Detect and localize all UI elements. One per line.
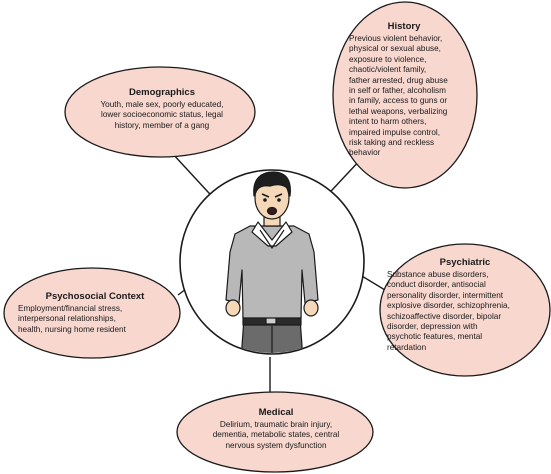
psychiatric-line: personality disorder, intermittent (387, 290, 504, 300)
psychiatric-line: explosive disorder, schizophrenia, (387, 301, 510, 311)
history-line: lethal weapons, verbalizing (349, 106, 448, 116)
hair (253, 171, 291, 197)
demographics-text: Demographics Youth, male sex, poorly edu… (76, 87, 248, 131)
medical-title: Medical (258, 407, 294, 418)
shirt-collar (251, 221, 293, 247)
history-line: father arrested, drug abuse (349, 75, 448, 85)
demographics-line: lower socioeconomic status, legal (101, 110, 223, 120)
bubble-psychosocial (3, 267, 181, 359)
history-line: Previous violent behavior, (349, 34, 443, 43)
psychiatric-line: retardation (387, 342, 427, 352)
bubble-demographics (64, 66, 256, 158)
medical-line: dementia, metabolic states, central (212, 430, 340, 440)
demographics-title: Demographics (129, 87, 195, 98)
psychosocial-title: Psychosocial Context (45, 291, 145, 302)
history-line: behavior (349, 148, 381, 158)
medical-text: Medical Delirium, traumatic brain injury… (182, 407, 370, 451)
angry-man-illustration (225, 171, 319, 353)
psychosocial-text: Psychosocial Context Employment/financia… (10, 291, 180, 335)
history-line: risk taking and reckless (349, 138, 435, 148)
psychiatric-line: Substance abuse disorders, (387, 270, 489, 279)
history-line: chaotic/violent family, (349, 65, 427, 75)
history-line: in self or father, alcoholism (349, 86, 446, 96)
history-line: exposure to violence, (349, 54, 427, 64)
psychiatric-text: Psychiatric Substance abuse disorders, c… (387, 257, 543, 353)
medical-line: Delirium, traumatic brain injury, (219, 420, 333, 429)
history-line: intent to harm others, (349, 117, 427, 127)
history-body: Previous violent behavior, physical or s… (349, 34, 459, 159)
psychiatric-line: schizoaffective disorder, bipolar (387, 311, 502, 321)
history-title: History (387, 21, 421, 32)
bubble-psychiatric (379, 243, 551, 377)
history-line: impaired impulse control, (349, 127, 441, 137)
history-line: in family, access to guns or (349, 96, 448, 106)
psychiatric-line: conduct disorder, antisocial (387, 280, 486, 290)
left-fist (225, 299, 241, 317)
history-line: physical or sexual abuse, (349, 44, 441, 54)
psychosocial-body: Employment/financial stress, interperson… (10, 304, 180, 335)
psychiatric-line: psychotic features, mental (387, 332, 483, 342)
demographics-line: Youth, male sex, poorly educated, (100, 100, 224, 109)
right-fist (303, 299, 319, 317)
medical-body: Delirium, traumatic brain injury, dement… (182, 420, 370, 451)
psychosocial-line: interpersonal relationships, (18, 314, 116, 324)
psychosocial-line: health, nursing home resident (18, 324, 126, 334)
psychiatric-body: Substance abuse disorders, conduct disor… (387, 270, 543, 353)
bubble-medical (176, 391, 374, 473)
bubble-history (332, 1, 478, 189)
medical-line: nervous system dysfunction (225, 440, 327, 450)
psychosocial-line: Employment/financial stress, (18, 304, 123, 313)
sweater (225, 225, 319, 319)
history-text: History Previous violent behavior, physi… (349, 21, 459, 159)
psychiatric-title: Psychiatric (439, 257, 491, 268)
psychiatric-line: disorder, depression with (387, 322, 478, 332)
shouting-mouth (266, 206, 278, 216)
demographics-line: history, member of a gang (114, 120, 210, 130)
demographics-body: Youth, male sex, poorly educated, lower … (76, 100, 248, 131)
